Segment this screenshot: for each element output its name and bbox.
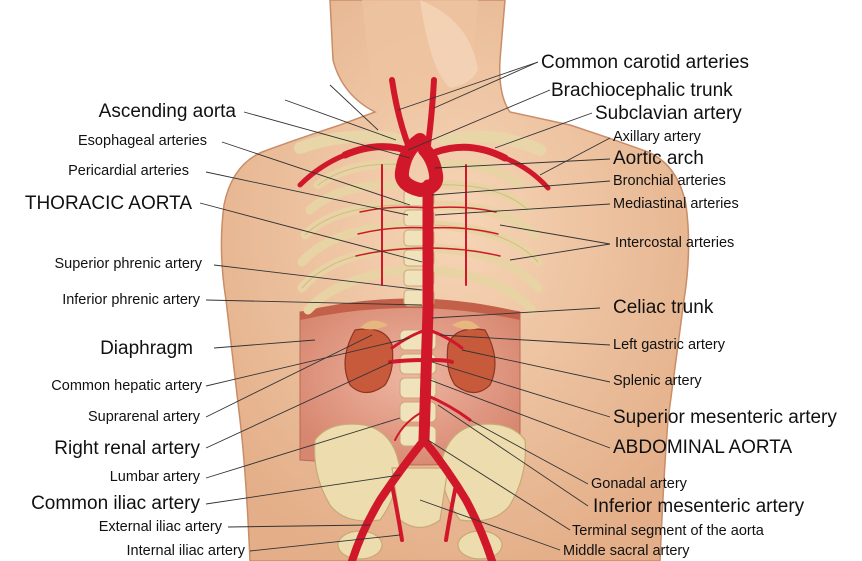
label-axillary-artery: Axillary artery: [613, 130, 701, 145]
label-superior-mesenteric-artery: Superior mesenteric artery: [613, 408, 837, 427]
label-external-iliac-artery: External iliac artery: [99, 520, 222, 535]
label-inferior-mesenteric-artery: Inferior mesenteric artery: [593, 497, 804, 516]
label-suprarenal-artery: Suprarenal artery: [88, 410, 200, 425]
label-internal-iliac-artery: Internal iliac artery: [127, 544, 245, 559]
label-splenic-artery: Splenic artery: [613, 374, 702, 389]
label-inferior-phrenic-artery: Inferior phrenic artery: [62, 293, 200, 308]
label-left-gastric-artery: Left gastric artery: [613, 338, 725, 353]
label-pericardial-arteries: Pericardial arteries: [68, 164, 189, 179]
label-thoracic-aorta: THORACIC AORTA: [25, 194, 192, 213]
label-common-hepatic-artery: Common hepatic artery: [51, 379, 202, 394]
label-intercostal-arteries: Intercostal arteries: [615, 236, 734, 251]
label-bronchial-arteries: Bronchial arteries: [613, 174, 726, 189]
label-diaphragm: Diaphragm: [100, 339, 193, 358]
label-esophageal-arteries: Esophageal arteries: [78, 134, 207, 149]
label-middle-sacral-artery: Middle sacral artery: [563, 544, 690, 559]
label-lumbar-artery: Lumbar artery: [110, 470, 200, 485]
label-common-carotid-arteries: Common carotid arteries: [541, 53, 749, 72]
label-subclavian-artery: Subclavian artery: [595, 104, 742, 123]
label-terminal-segment-aorta: Terminal segment of the aorta: [572, 524, 764, 539]
label-brachiocephalic-trunk: Brachiocephalic trunk: [551, 81, 733, 100]
label-common-iliac-artery: Common iliac artery: [31, 494, 200, 513]
label-abdominal-aorta: ABDOMINAL AORTA: [613, 438, 792, 457]
label-mediastinal-arteries: Mediastinal arteries: [613, 197, 739, 212]
label-ascending-aorta: Ascending aorta: [99, 102, 236, 121]
label-celiac-trunk: Celiac trunk: [613, 298, 713, 317]
label-right-renal-artery: Right renal artery: [54, 439, 200, 458]
label-superior-phrenic-artery: Superior phrenic artery: [55, 257, 203, 272]
label-aortic-arch: Aortic arch: [613, 149, 704, 168]
label-gonadal-artery: Gonadal artery: [591, 477, 687, 492]
